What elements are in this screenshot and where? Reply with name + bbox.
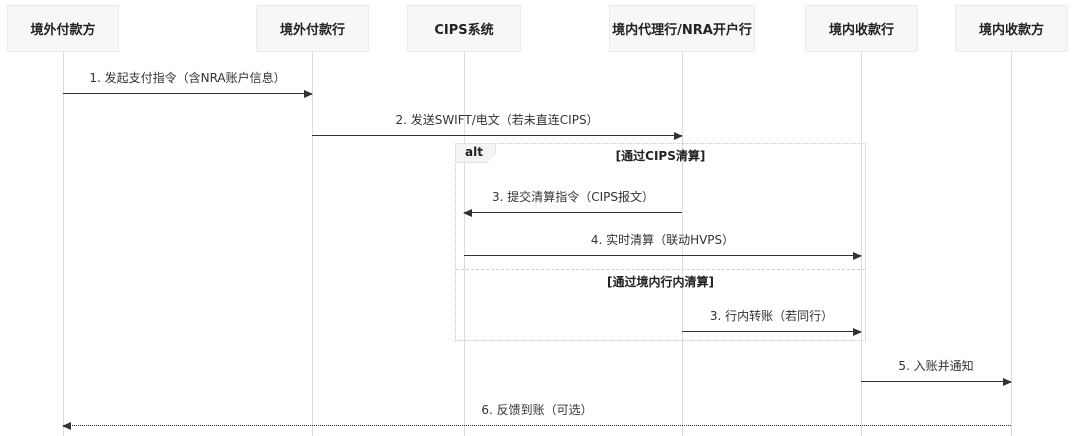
arrowhead-right-icon [304,90,313,98]
alt-condition-intrabank: [通过境内行内清算] [607,275,714,289]
arrowhead-right-icon [1003,378,1012,386]
lifeline-domestic-agent [682,52,683,436]
message-3b-intrabank-transfer: 3. 行内转账（若同行） [682,308,862,336]
message-3-submit-clearing: 3. 提交清算指令（CIPS报文） [463,189,682,217]
actor-label: 境内代理行/NRA开户行 [612,23,752,38]
arrowhead-right-icon [674,132,683,140]
message-label: 1. 发起支付指令（含NRA账户信息） [89,71,286,85]
actor-overseas-payer: 境外付款方 [7,5,119,52]
actor-cips-system: CIPS系统 [407,5,521,52]
alt-divider [456,269,865,270]
message-arrow [463,209,682,217]
lifeline-overseas-bank [312,52,313,436]
message-label: 6. 反馈到账（可选） [481,403,593,417]
message-label: 4. 实时清算（联动HVPS） [590,233,735,247]
message-arrow [464,252,862,260]
actor-label: 境外付款行 [279,23,345,38]
message-arrow [312,132,683,140]
lifeline-overseas-payer [63,52,64,436]
message-1-initiate-payment: 1. 发起支付指令（含NRA账户信息） [63,70,313,98]
alt-frame-tab: alt [455,143,496,163]
lifeline-domestic-payee [1011,52,1012,436]
actor-label: 境内收款行 [828,23,894,38]
message-label: 3. 行内转账（若同行） [709,309,834,323]
lifeline-domestic-bank [861,52,862,436]
arrowhead-right-icon [853,252,862,260]
message-6-feedback-receipt: 6. 反馈到账（可选） [62,402,1011,430]
arrowhead-right-icon [853,328,862,336]
actor-domestic-agent: 境内代理行/NRA开户行 [609,5,755,52]
arrowhead-left-icon [62,422,71,430]
actor-domestic-bank: 境内收款行 [805,5,918,52]
message-5-credit-and-notify: 5. 入账并通知 [861,358,1012,386]
message-2-send-swift: 2. 发送SWIFT/电文（若未直连CIPS） [312,112,683,140]
alt-frame: alt [通过CIPS清算] [通过境内行内清算] [455,143,866,341]
arrowhead-left-icon [463,209,472,217]
alt-condition-cips: [通过CIPS清算] [615,149,706,163]
message-label: 3. 提交清算指令（CIPS报文） [491,190,655,204]
lifeline-cips-system [464,52,465,436]
actor-label: 境内收款方 [978,23,1044,38]
actor-overseas-bank: 境外付款行 [256,5,369,52]
actor-domestic-payee: 境内收款方 [955,5,1068,52]
message-arrow [682,328,862,336]
actor-label: 境外付款方 [30,23,96,38]
message-arrow [861,378,1012,386]
message-arrow [63,90,313,98]
actor-label: CIPS系统 [434,23,494,38]
message-label: 5. 入账并通知 [898,359,974,373]
message-dotted-arrow [62,422,1011,430]
message-label: 2. 发送SWIFT/电文（若未直连CIPS） [395,113,599,127]
message-4-realtime-clearing: 4. 实时清算（联动HVPS） [464,232,862,260]
